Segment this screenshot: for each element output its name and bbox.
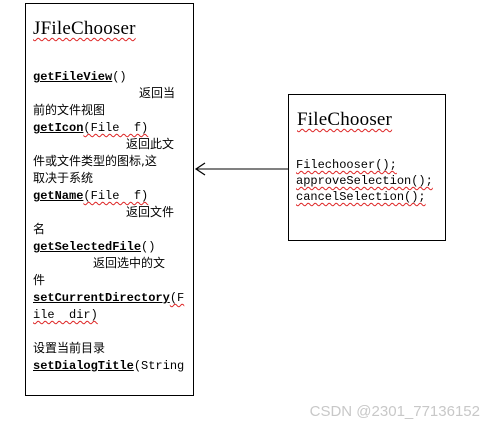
method-filechooser: Filechooser(); <box>296 158 397 172</box>
jfilechooser-title: JFileChooser <box>33 18 136 39</box>
method-signature: setDialogTitle(String <box>33 359 185 373</box>
arrow-head <box>194 162 206 176</box>
filechooser-class-box: FileChooser Filechooser(); approveSelect… <box>288 94 446 241</box>
method-description: 返回此文 <box>126 137 175 151</box>
filechooser-title: FileChooser <box>297 109 393 130</box>
jfilechooser-class-box: JFileChooser getFileView() 返回当 前的文件视图 ge… <box>25 3 194 396</box>
jfilechooser-method-list: getFileView() 返回当 前的文件视图 getIcon(File f)… <box>33 68 189 374</box>
filechooser-method-list: Filechooser(); approveSelection(); cance… <box>296 157 433 205</box>
method-signature: getSelectedFile() <box>33 240 156 254</box>
method-approve-selection: approveSelection(); <box>296 174 433 188</box>
method-signature-continued: ile dir) <box>33 308 98 322</box>
method-cancel-selection: cancelSelection(); <box>296 190 426 204</box>
method-description: 返回当 <box>139 86 176 100</box>
method-description: 名 <box>33 222 46 236</box>
method-signature: getIcon(File f) <box>33 121 149 135</box>
method-description: 取决于系统 <box>33 171 94 185</box>
method-description: 设置当前目录 <box>33 341 106 355</box>
method-description: 件或文件类型的图标,这 <box>33 154 157 168</box>
method-signature: getFileView() <box>33 70 127 84</box>
watermark-text: CSDN @2301_77136152 <box>309 403 480 420</box>
method-description: 返回选中的文 <box>93 256 166 270</box>
method-description: 返回文件 <box>126 205 175 219</box>
method-signature: setCurrentDirectory(F <box>33 291 185 305</box>
method-description: 前的文件视图 <box>33 103 106 117</box>
method-signature: getName(File f) <box>33 189 149 203</box>
method-description: 件 <box>33 273 46 287</box>
